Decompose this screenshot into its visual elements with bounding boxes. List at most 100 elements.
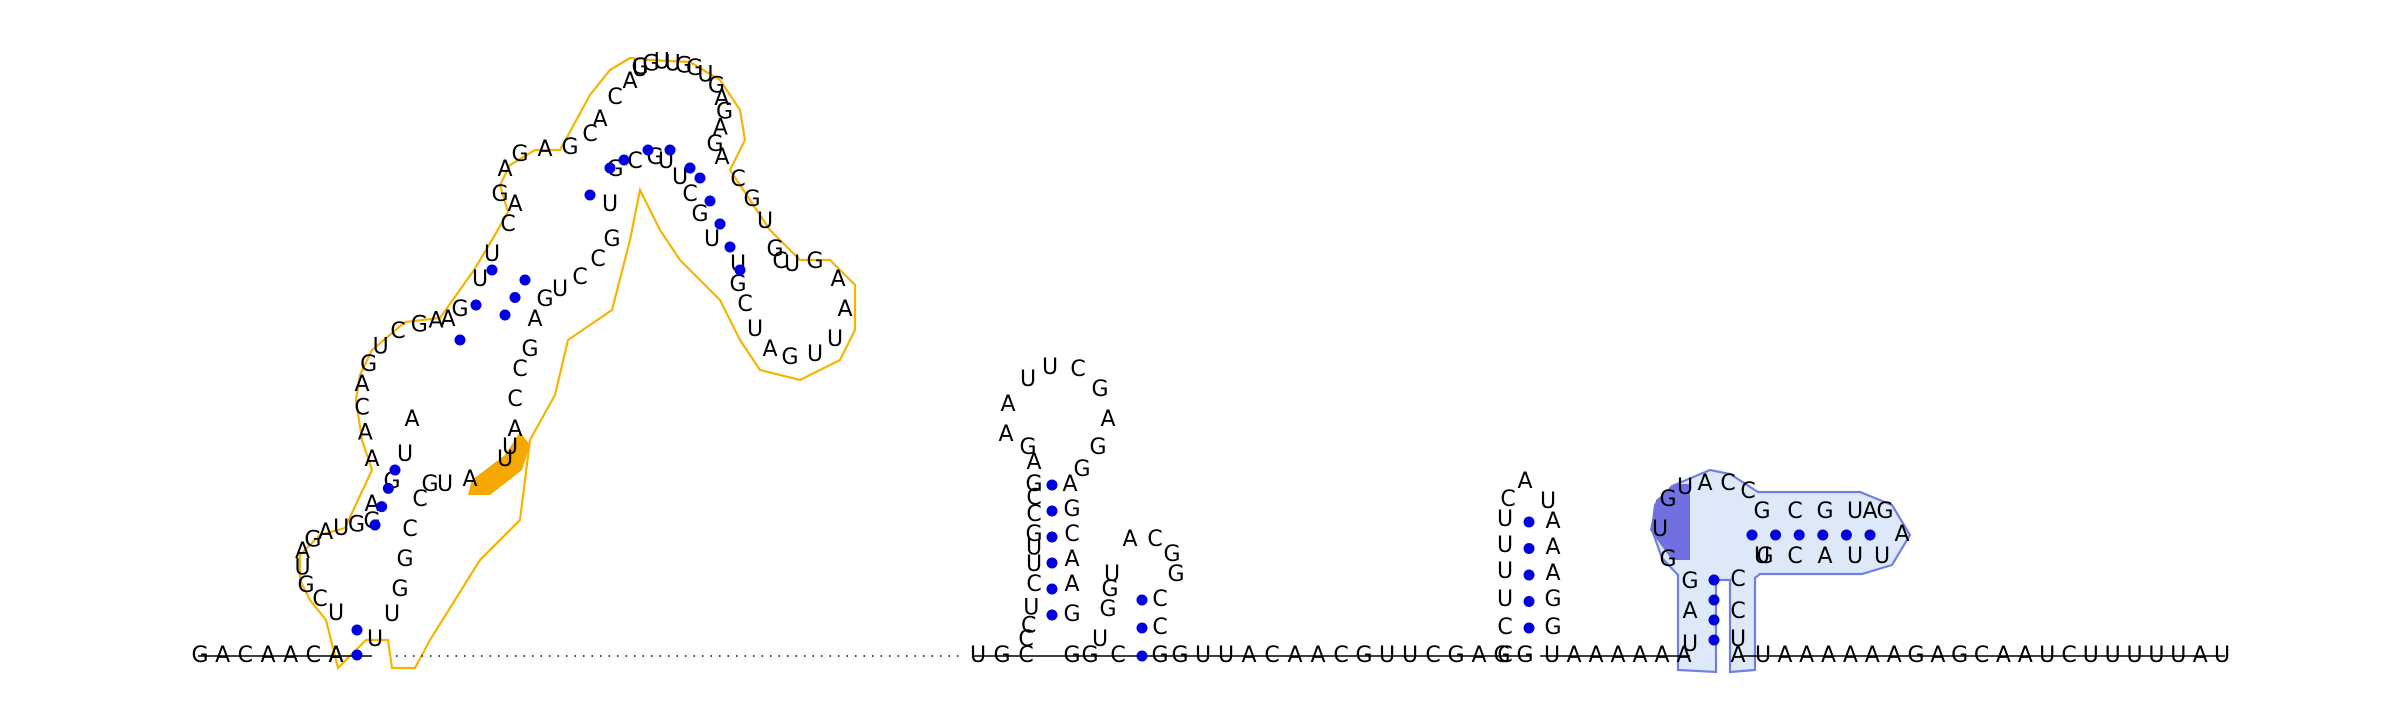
hairpin-2-base-nt: G bbox=[1081, 643, 1098, 668]
blue-loop-5p-nt: A bbox=[1682, 599, 1697, 624]
right-tail-nt: G bbox=[1907, 643, 1924, 668]
hairpin-1-loop-nt: A bbox=[1000, 392, 1015, 417]
orange-stem-1-3p-nt: C bbox=[402, 517, 417, 542]
left-tail-nt: A bbox=[283, 643, 298, 668]
blue-highlight bbox=[1650, 484, 1690, 560]
linker-a-nt: G bbox=[1493, 643, 1510, 668]
orange-helix-3-5p-nt: U bbox=[472, 267, 488, 292]
orange-helix-5-3p-nt: U bbox=[704, 227, 720, 252]
hairpin-1-5p-nt: C bbox=[1018, 627, 1033, 652]
base-pair-dot bbox=[486, 264, 498, 276]
base-pair-dot bbox=[1136, 650, 1148, 662]
hairpin-2-base-nt: C bbox=[1110, 643, 1125, 668]
orange-helix-5-3p-nt: C bbox=[682, 182, 697, 207]
orange-hairpin-5-nt: G bbox=[781, 345, 798, 370]
hairpin-1-5p-nt: C bbox=[1021, 614, 1036, 639]
orange-loop-3-nt: G bbox=[491, 182, 508, 207]
orange-helix-2-3p-nt: U bbox=[502, 435, 518, 460]
orange-loop-3-nt: A bbox=[497, 157, 512, 182]
right-tail-nt: A bbox=[2018, 643, 2033, 668]
right-tail-nt: U bbox=[2039, 643, 2055, 668]
blue-helix-top-nt: G bbox=[1816, 499, 1833, 524]
orange-loop-1b-nt: U bbox=[497, 447, 513, 472]
blue-stem-3p-nt: A bbox=[1730, 643, 1745, 668]
orange-stem-1-5p-nt: A bbox=[328, 643, 343, 668]
orange-hairpin-5-nt: G bbox=[729, 272, 746, 297]
orange-loop-2b-nt: U bbox=[552, 277, 568, 302]
hairpin-1-loop-nt: G bbox=[1019, 435, 1036, 460]
orange-hairpin-5-nt: A bbox=[762, 337, 777, 362]
base-pair-dot bbox=[604, 162, 616, 174]
hairpin-3-5p-nt: U bbox=[1497, 587, 1513, 612]
base-pair-dot bbox=[704, 195, 716, 207]
hairpin-2-3p-nt: C bbox=[1152, 615, 1167, 640]
left-tail-nt: A bbox=[215, 643, 230, 668]
orange-helix-3-5p-nt: C bbox=[500, 212, 515, 237]
base-pair-dot bbox=[1708, 574, 1720, 586]
base-pair-dot bbox=[1523, 543, 1535, 554]
right-tail-nt: G bbox=[1951, 643, 1968, 668]
orange-helix-4-5p-nt: A bbox=[622, 69, 637, 94]
hairpin-2-5p-nt: U bbox=[1092, 627, 1108, 652]
blue-helix-top-nt: C bbox=[1787, 499, 1802, 524]
linker-a-nt: U bbox=[1379, 643, 1395, 668]
hairpin-1-loop-nt: A bbox=[1026, 450, 1041, 475]
base-pair-dot bbox=[664, 144, 676, 156]
blue-helix-top-nt: U bbox=[1847, 499, 1863, 524]
right-tail-nt: U bbox=[1755, 643, 1771, 668]
right-tail-nt: A bbox=[1887, 643, 1902, 668]
orange-hairpin-5-nt: G bbox=[806, 249, 823, 274]
hairpin-3-3p-nt: A bbox=[1545, 535, 1560, 560]
blue-loop-5p-nt: A bbox=[1697, 471, 1712, 496]
hairpin-1-5p-nt: C bbox=[1026, 485, 1041, 510]
orange-loop-1-nt: G bbox=[304, 528, 321, 553]
orange-loop-2b-nt: C bbox=[590, 247, 605, 272]
base-pair-dot bbox=[369, 519, 381, 531]
base-pair-dot bbox=[1523, 596, 1535, 607]
blue-helix-top-nt: G bbox=[1876, 499, 1893, 524]
orange-stem-1-5p-nt: C bbox=[312, 587, 327, 612]
orange-loop-2-nt: C bbox=[354, 395, 369, 420]
linker-a-nt: A bbox=[1471, 643, 1486, 668]
orange-hairpin-4-nt: G bbox=[675, 54, 692, 79]
orange-helix-3-5p-nt: G bbox=[451, 297, 468, 322]
hairpin-1-5p-nt: G bbox=[1025, 472, 1042, 497]
hairpin-3-3p-nt: U bbox=[1540, 489, 1556, 514]
blue-loop-5p-nt: C bbox=[1740, 479, 1755, 504]
linker-b-nt: A bbox=[1588, 643, 1603, 668]
base-pair-dots bbox=[351, 144, 1876, 662]
orange-helix-5-5p-nt: C bbox=[772, 249, 787, 274]
orange-loop-2b-nt: A bbox=[527, 307, 542, 332]
hairpin-2-5p-nt: G bbox=[1101, 577, 1118, 602]
linker-a-nt: C bbox=[1425, 643, 1440, 668]
orange-hairpin-4-nt: G bbox=[716, 100, 733, 125]
hairpin-2-3p-nt: G bbox=[1151, 643, 1168, 668]
hairpin-1-5p-nt: U bbox=[1026, 552, 1042, 577]
base-pair-dot bbox=[1746, 529, 1758, 541]
linker-b-nt: A bbox=[1676, 643, 1691, 668]
orange-loop-1b-nt: G bbox=[421, 472, 438, 497]
orange-hairpin-5-nt: A bbox=[837, 297, 852, 322]
left-tail-nt: A bbox=[260, 643, 275, 668]
blue-loop-5p-nt: U bbox=[1682, 632, 1698, 657]
orange-helix-5-3p-nt: G bbox=[691, 202, 708, 227]
orange-loop-1b-nt: A bbox=[462, 467, 477, 492]
orange-hairpin-4-nt: U bbox=[697, 62, 713, 87]
linker-a-nt: G bbox=[1355, 643, 1372, 668]
orange-hairpin-5-nt: U bbox=[827, 327, 843, 352]
orange-helix-3-3p-nt: U bbox=[602, 192, 618, 217]
blue-helix-bottom-nt: U bbox=[1874, 544, 1890, 569]
orange-helix-5-5p-nt: G bbox=[743, 187, 760, 212]
blue-helix-top-nt: G bbox=[1753, 499, 1770, 524]
linker-a-nt: U bbox=[1218, 643, 1234, 668]
right-tail-nt: A bbox=[1777, 643, 1792, 668]
base-pair-dot bbox=[1046, 531, 1058, 543]
hairpin-1-loop-nt: U bbox=[1042, 355, 1058, 380]
right-tail-nt: U bbox=[2170, 643, 2186, 668]
hairpin-1-3p-nt: G bbox=[1063, 497, 1080, 522]
orange-loop-2-nt: U bbox=[373, 334, 389, 359]
linker-a-nt: A bbox=[1310, 643, 1325, 668]
hairpin-1-5p-nt: C bbox=[1026, 502, 1041, 527]
hairpin-1-3p-nt: C bbox=[1064, 522, 1079, 547]
orange-loop-3-nt: G bbox=[511, 142, 528, 167]
